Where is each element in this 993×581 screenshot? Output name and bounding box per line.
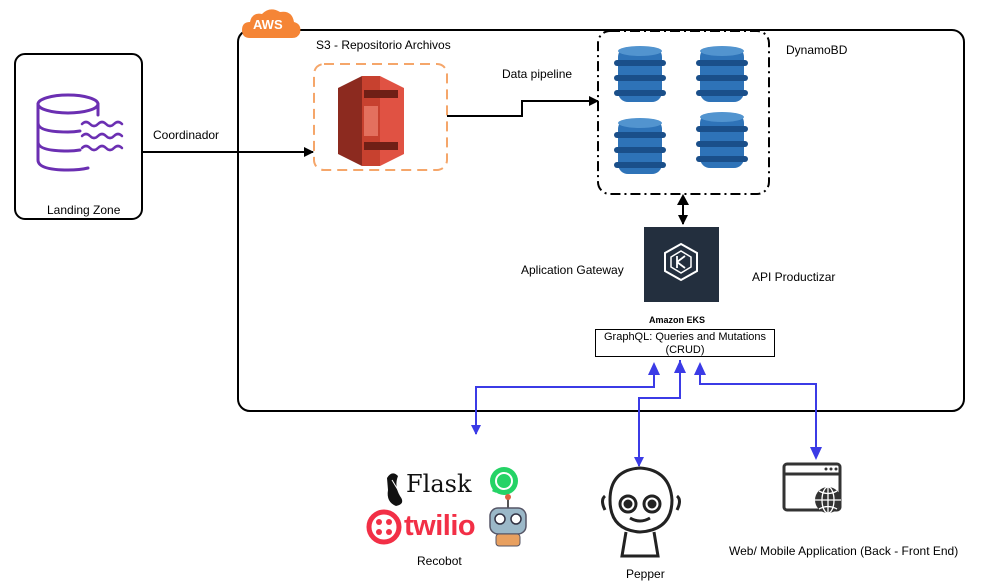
eks-label: Amazon EKS xyxy=(649,315,706,325)
robot-icon xyxy=(489,494,527,547)
data-pipeline-arrow xyxy=(447,96,599,117)
s3-bucket-icon xyxy=(338,76,404,166)
landing-zone-label: Landing Zone xyxy=(47,203,121,217)
dynamodb-box xyxy=(597,30,770,195)
data-pipeline-label: Data pipeline xyxy=(502,67,573,81)
graphql-line-1: GraphQL: Queries and Mutations xyxy=(603,331,767,343)
eks-icon xyxy=(644,227,719,302)
twilio-label: twilio xyxy=(404,510,476,542)
flask-label: Flask xyxy=(406,470,472,498)
aws-cloud-boundary xyxy=(237,29,965,412)
s3-label: S3 - Repositorio Archivos xyxy=(316,38,451,52)
aws-badge xyxy=(242,9,301,38)
graphql-line-2: (CRUD) xyxy=(665,344,705,356)
web-browser-icon xyxy=(782,462,842,514)
pepper-robot-icon xyxy=(601,466,681,558)
web-mobile-label: Web/ Mobile Application (Back - Front En… xyxy=(729,544,959,558)
whatsapp-icon xyxy=(490,467,518,495)
recobot-label: Recobot xyxy=(417,554,462,568)
flask-logo xyxy=(387,473,405,506)
landing-zone-box xyxy=(14,53,143,220)
aws-badge-label: AWS xyxy=(253,17,283,32)
database-icon xyxy=(36,93,124,172)
graphql-box: GraphQL: Queries and Mutations (CRUD) xyxy=(595,329,775,357)
pepper-label: Pepper xyxy=(626,567,665,581)
api-label: API Productizar xyxy=(752,270,836,284)
coordinador-label: Coordinador xyxy=(153,128,220,142)
client-connectors xyxy=(471,360,817,467)
dynamodb-label: DynamoBD xyxy=(786,43,848,57)
app-gateway-label: Aplication Gateway xyxy=(521,263,624,277)
twilio-logo xyxy=(366,509,402,545)
dynamodb-icon xyxy=(614,46,748,174)
s3-dashed-box xyxy=(313,63,448,171)
